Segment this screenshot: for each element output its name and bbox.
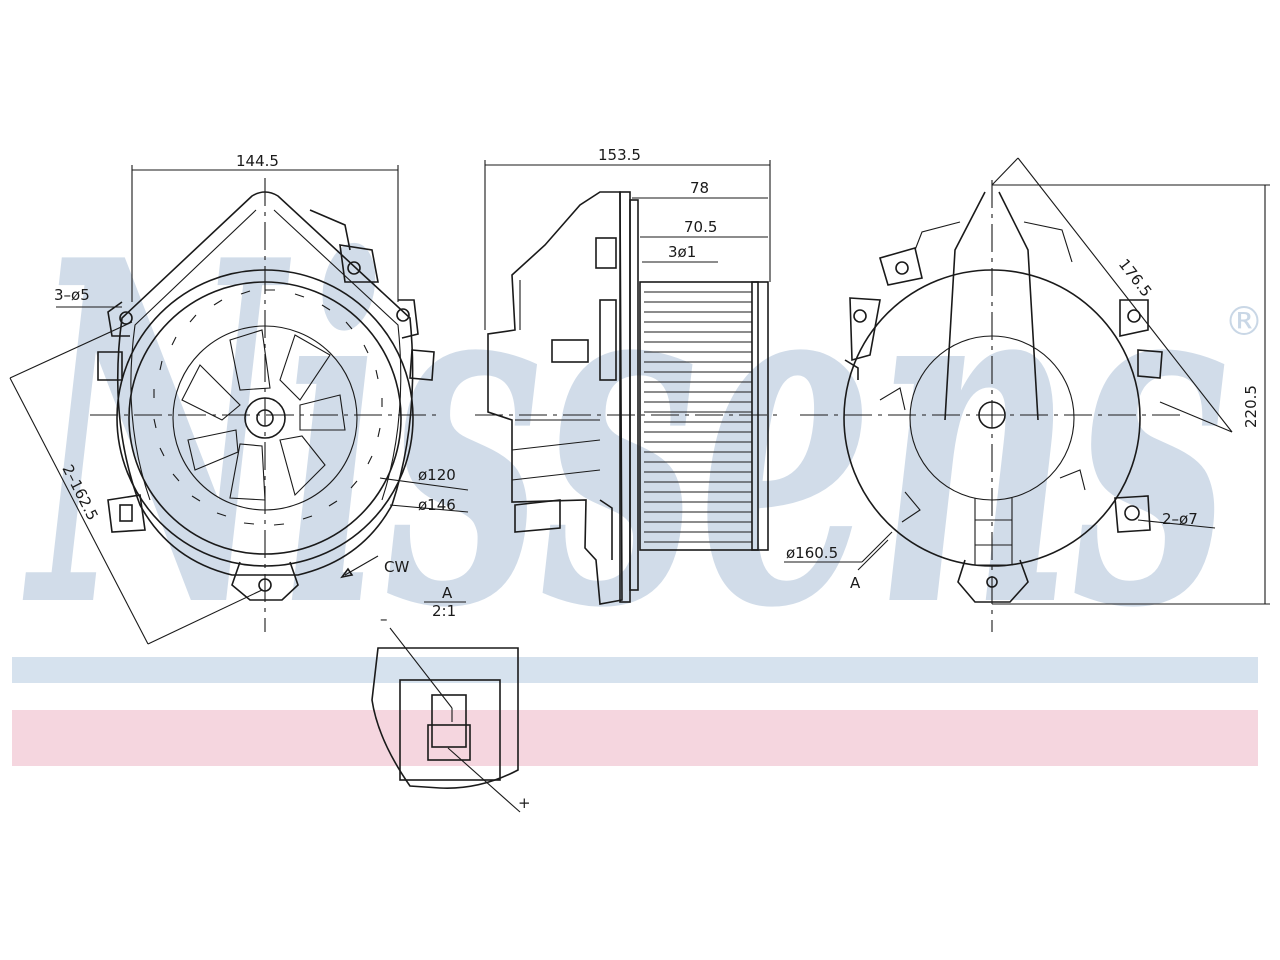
dim-144-5: 144.5 <box>236 152 279 170</box>
dim-2-holes: 2–ø7 <box>1162 510 1198 528</box>
dim-dia-146: ø146 <box>418 496 456 514</box>
minus-terminal: – <box>380 610 388 628</box>
dim-dia-120: ø120 <box>418 466 456 484</box>
rear-view: 220.5 176.5 2–ø7 ø160.5 A <box>784 157 1270 632</box>
dim-220-5: 220.5 <box>1242 385 1260 428</box>
dim-3-holes: 3–ø5 <box>54 286 90 304</box>
side-view: 153.5 78 70.5 3ø1 <box>475 146 780 605</box>
plus-terminal: + <box>518 794 531 812</box>
detail-label: A <box>442 584 453 602</box>
dim-3: 3ø1 <box>668 243 696 261</box>
dim-70-5: 70.5 <box>684 218 717 236</box>
dim-dia-160-5: ø160.5 <box>786 544 838 562</box>
section-mark-a: A <box>850 574 861 592</box>
wheel-fins <box>644 291 752 543</box>
watermark-band-blue <box>12 657 1258 683</box>
dim-153-5: 153.5 <box>598 146 641 164</box>
front-view: 144.5 3–ø5 2–162.5 ø120 ø146 CW <box>9 152 469 645</box>
detail-scale: 2:1 <box>432 602 456 620</box>
rotation-label: CW <box>384 558 409 576</box>
impeller-blades <box>153 289 383 526</box>
watermark-band-pink <box>12 710 1258 766</box>
dim-78: 78 <box>690 179 709 197</box>
registered-mark: ® <box>1224 299 1264 345</box>
detail-a: A 2:1 – + <box>371 584 531 813</box>
